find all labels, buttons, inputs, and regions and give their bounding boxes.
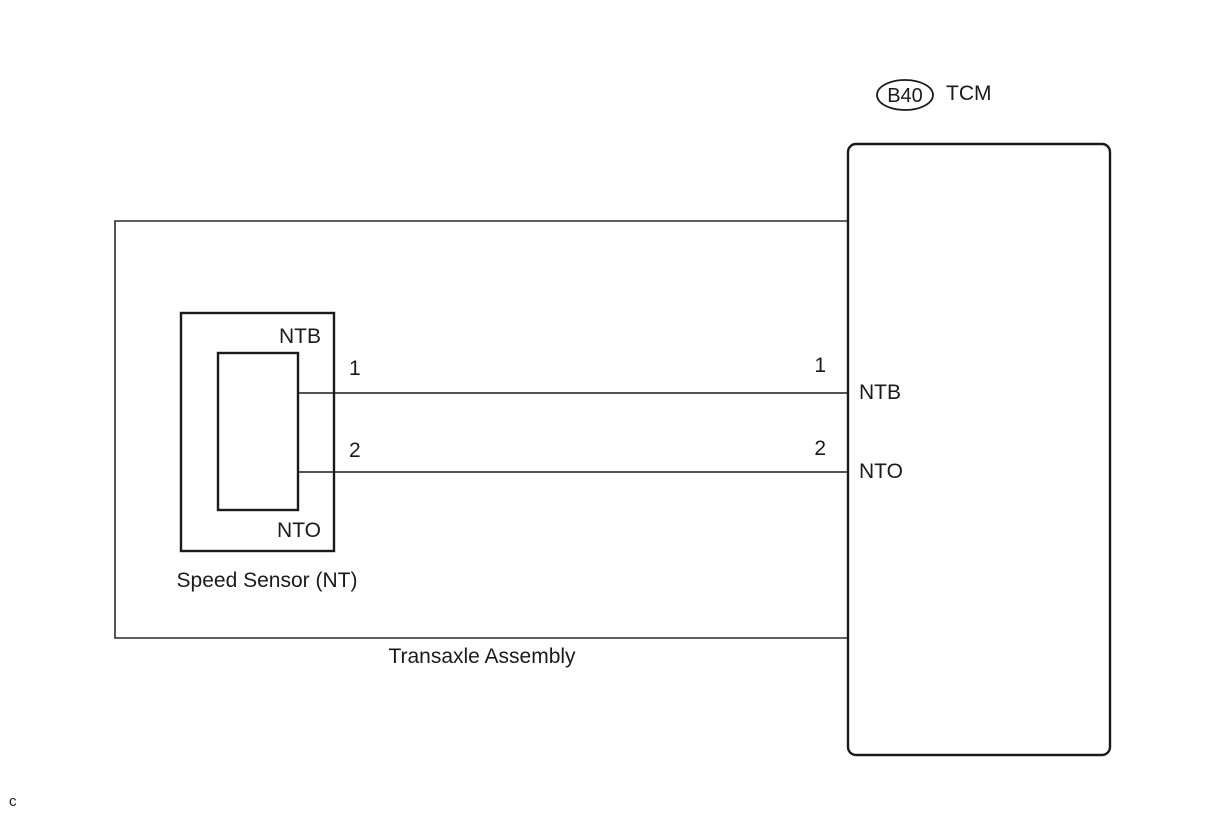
tcm-terminal-nto-label: NTO <box>859 460 903 483</box>
speed-sensor-element <box>216 351 300 512</box>
tcm-label: TCM <box>946 82 992 105</box>
connector-code-badge <box>876 79 934 111</box>
sensor-terminal-ntb-label: NTB <box>279 325 321 348</box>
tcm-terminal-ntb-label: NTB <box>859 381 901 404</box>
sensor-pin-1: 1 <box>349 357 361 380</box>
speed-sensor-label: Speed Sensor (NT) <box>177 569 358 592</box>
sensor-pin-2: 2 <box>349 439 361 462</box>
sensor-terminal-nto-label: NTO <box>277 519 321 542</box>
transaxle-assembly-label: Transaxle Assembly <box>388 645 576 668</box>
tcm-pin-2: 2 <box>814 437 826 460</box>
tcm-pin-1: 1 <box>814 354 826 377</box>
speed-sensor-outer-box <box>179 311 336 553</box>
transaxle-assembly-outline <box>114 220 848 639</box>
corner-mark: c <box>9 793 17 810</box>
tcm-box <box>846 142 1112 757</box>
connector-code: B40 <box>887 85 923 107</box>
